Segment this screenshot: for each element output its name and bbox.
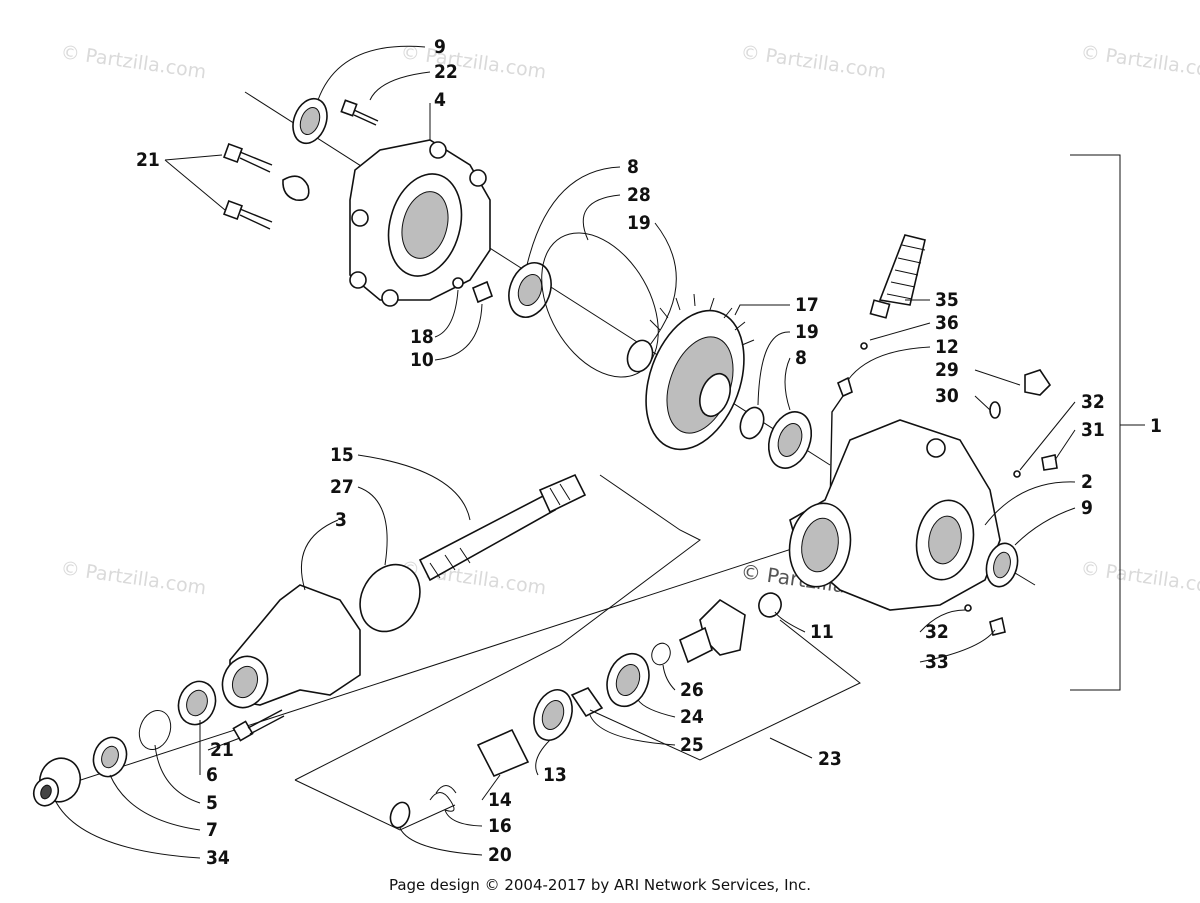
extension-housing-part (221, 584, 361, 709)
callout-label: 34 (206, 847, 230, 869)
callout-label: 8 (795, 347, 807, 369)
callout-label: 4 (434, 89, 446, 111)
callout-label: 24 (680, 706, 704, 728)
copyright-footer: Page design © 2004-2017 by ARI Network S… (389, 876, 811, 894)
callout-label: 9 (434, 36, 446, 58)
callout-label: 3 (335, 509, 347, 531)
callout-label: 32 (1081, 391, 1105, 413)
bearing-part (177, 680, 217, 726)
clamp-part (860, 342, 868, 350)
shim-part (626, 339, 654, 373)
callout-label: 18 (410, 326, 434, 348)
callout-label: 19 (795, 321, 819, 343)
bolt-part (232, 709, 285, 742)
shim-part (651, 642, 671, 666)
bushing-part (758, 592, 782, 618)
callout-label: 14 (488, 789, 512, 811)
watermark: © Partzilla.com (1079, 557, 1200, 599)
callout-label: 33 (925, 651, 949, 673)
o-ring-part (359, 563, 421, 633)
washer-part (964, 604, 972, 612)
pinion-gear-part (679, 598, 746, 664)
callout-label: 10 (410, 349, 434, 371)
group-bracket (294, 779, 456, 831)
bolt-part (223, 143, 310, 230)
spacer-part (570, 687, 604, 718)
callout-label: 28 (627, 184, 651, 206)
callout-label: 29 (935, 359, 959, 381)
callout-label: 17 (795, 294, 819, 316)
bolt-part (989, 616, 1006, 636)
coupler-part (476, 728, 530, 778)
callout-label: 26 (680, 679, 704, 701)
washer-part (1013, 470, 1021, 478)
bolt-part (340, 99, 379, 126)
dust-cap-part (32, 757, 82, 807)
callout-label: 1 (1150, 415, 1162, 437)
bearing-part (767, 411, 813, 469)
seal-part (92, 736, 128, 778)
snap-ring-part (138, 710, 172, 750)
callout-label: 31 (1081, 419, 1105, 441)
callout-label: 23 (818, 748, 842, 770)
plug-part (471, 280, 494, 304)
washer-part (389, 801, 411, 829)
leader-lines (54, 45, 1076, 859)
callout-label: 16 (488, 815, 512, 837)
callout-label: 2 (1081, 471, 1093, 493)
group-bracket (1070, 154, 1121, 691)
callout-label: 21 (210, 739, 234, 761)
ring-gear-part (645, 293, 755, 451)
bearing-part (606, 652, 650, 708)
group-bracket (294, 474, 701, 781)
callout-label: 9 (1081, 497, 1093, 519)
callout-label: 30 (935, 385, 959, 407)
callout-label: 25 (680, 734, 704, 756)
callout-label: 20 (488, 844, 512, 866)
callout-label: 36 (935, 312, 959, 334)
drain-plug-part (1024, 369, 1052, 396)
seal-part (985, 542, 1019, 588)
callout-label: 6 (206, 764, 218, 786)
o-ring-part (541, 232, 659, 378)
group-bracket (589, 619, 861, 761)
callout-label: 7 (206, 819, 218, 841)
callout-label: 22 (434, 61, 458, 83)
callout-label: 13 (543, 764, 567, 786)
gear-housing-part (788, 419, 1001, 611)
watermark: © Partzilla.com (59, 41, 207, 83)
callout-label: 35 (935, 289, 959, 311)
callout-label: 32 (925, 621, 949, 643)
callout-label: 8 (627, 156, 639, 178)
shim-part (739, 406, 765, 440)
watermark: © Partzilla.com (59, 557, 207, 599)
spring-part (429, 785, 457, 812)
bolt-part (1041, 454, 1058, 471)
callout-label: 27 (330, 476, 354, 498)
cover-housing-part (349, 139, 491, 307)
callout-label: 12 (935, 336, 959, 358)
washer-part (989, 401, 1001, 419)
bearing-cup-part (533, 689, 573, 741)
seal-part (292, 97, 328, 145)
watermark: © Partzilla.com (739, 41, 887, 83)
washer-part (452, 277, 464, 289)
callout-label: 21 (136, 149, 160, 171)
callout-label: 5 (206, 792, 218, 814)
bearing-part (508, 262, 552, 318)
assembly-axis-line (49, 529, 851, 791)
boot-part (869, 234, 926, 319)
callout-label: 15 (330, 444, 354, 466)
watermark: © Partzilla.com (399, 41, 547, 83)
callout-label: 19 (627, 212, 651, 234)
vent-fitting-part (829, 376, 853, 511)
shaft-part (418, 473, 587, 582)
callout-label: 11 (810, 621, 834, 643)
watermark: © Partzilla.com (1079, 41, 1200, 83)
